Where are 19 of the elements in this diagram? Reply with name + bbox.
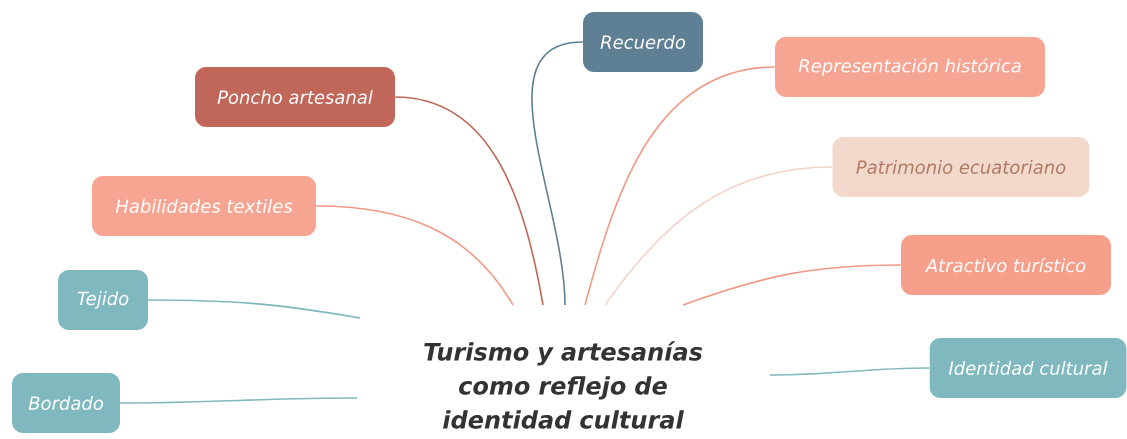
connector-line	[604, 166, 834, 306]
topic-box: Representación histórica	[775, 37, 1045, 97]
topic-box: Habilidades textiles	[92, 176, 316, 236]
connector-line	[531, 41, 584, 306]
connector-line	[584, 66, 776, 306]
topic-box: Atractivo turístico	[901, 235, 1111, 295]
topic-box: Identidad cultural	[929, 338, 1127, 398]
connector-line	[682, 264, 902, 306]
central-topic-text: Turismo y artesanías como reflejo de identidad cultural	[424, 341, 703, 429]
connector-line	[769, 367, 931, 376]
connector-line	[119, 397, 358, 404]
connector-line	[147, 299, 361, 319]
connector-line	[315, 205, 514, 306]
topic-box: Recuerdo	[583, 12, 703, 72]
topic-box: Poncho artesanal	[195, 67, 395, 127]
connector-line	[394, 96, 544, 306]
topic-box: Patrimonio ecuatoriano	[832, 137, 1090, 197]
topic-box: Tejido	[58, 270, 148, 330]
topic-box: Bordado	[12, 373, 120, 433]
